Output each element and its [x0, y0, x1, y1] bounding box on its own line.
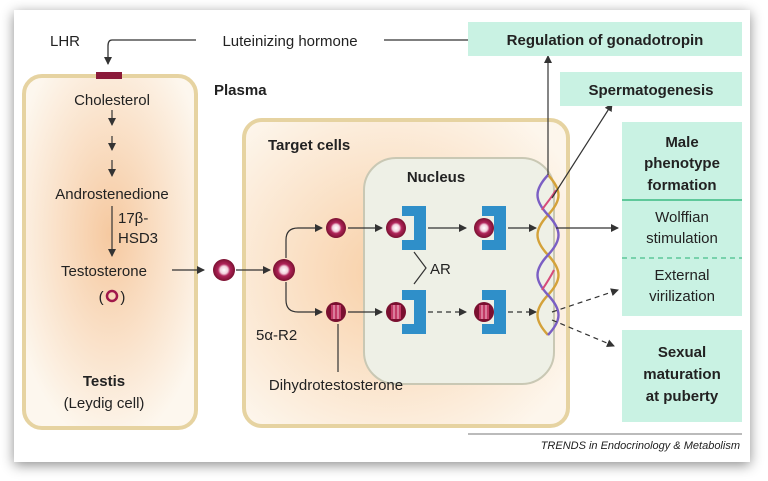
dht-cyto [326, 302, 346, 322]
arrow-spermatogenesis [551, 103, 613, 199]
testosterone-nuclear [386, 218, 406, 238]
lhr-label: LHR [50, 33, 80, 50]
lh-arrow [104, 39, 113, 65]
androstenedione-label: Androstenedione [55, 186, 168, 203]
target-cells-label: Target cells [268, 137, 350, 154]
box-male-phenotype [622, 122, 742, 316]
nucleus [363, 157, 555, 385]
leydig-label: (Leydig cell) [64, 395, 145, 412]
nucleus-label: Nucleus [407, 169, 465, 186]
arrow-branch-down [285, 282, 323, 316]
dht-label: Dihydrotestosterone [269, 377, 403, 394]
male-label-1: Male [665, 134, 698, 151]
wolffian-label-1: Wolffian [655, 209, 709, 226]
lh-label: Luteinizing hormone [222, 33, 357, 50]
box-sexual-maturation [622, 330, 742, 422]
testosterone-cell [273, 259, 295, 281]
testosterone-cyto [326, 218, 346, 238]
testosterone-label: Testosterone [61, 263, 147, 280]
box-spermatogenesis [560, 72, 742, 106]
testosterone-symbol-bracket: ( ) [99, 289, 126, 306]
dht-ar-complex [474, 302, 494, 322]
dna-strand-2 [536, 174, 560, 336]
dht-nuclear [386, 302, 406, 322]
lhr-receptor [96, 72, 122, 79]
ar-label: AR [430, 261, 451, 278]
sexual-label-1: Sexual [658, 344, 706, 361]
spermatogenesis-label: Spermatogenesis [588, 82, 713, 99]
enzyme-5ar2-label: 5α-R2 [256, 327, 297, 344]
credit-label: TRENDS in Endocrinology & Metabolism [541, 440, 740, 452]
male-label-3: formation [647, 177, 716, 194]
sexual-label-3: at puberty [646, 388, 719, 405]
ar-bracket [413, 251, 427, 285]
dna-strand-3 [541, 189, 557, 291]
external-label-1: External [654, 267, 709, 284]
arrow-sexual [551, 319, 615, 347]
ar-receptor-3 [402, 290, 426, 334]
arrow-branch-up [285, 224, 323, 258]
ar-receptor-1 [402, 206, 426, 250]
testosterone-plasma [213, 259, 235, 281]
enzyme-17b-label: 17β- [118, 210, 148, 227]
enzyme-hsd3-label: HSD3 [118, 230, 158, 247]
sexual-label-2: maturation [643, 366, 721, 383]
cholesterol-label: Cholesterol [74, 92, 150, 109]
arrow-external [551, 288, 619, 313]
male-label-2: phenotype [644, 155, 720, 172]
wolffian-label-2: stimulation [646, 230, 718, 247]
t-ar-complex [474, 218, 494, 238]
testosterone-symbol [105, 289, 119, 303]
box-gonadotropin [468, 22, 742, 56]
testis-title: Testis [83, 373, 125, 390]
external-label-2: virilization [649, 288, 715, 305]
plasma-label: Plasma [214, 82, 267, 99]
gonadotropin-label: Regulation of gonadotropin [507, 32, 704, 49]
